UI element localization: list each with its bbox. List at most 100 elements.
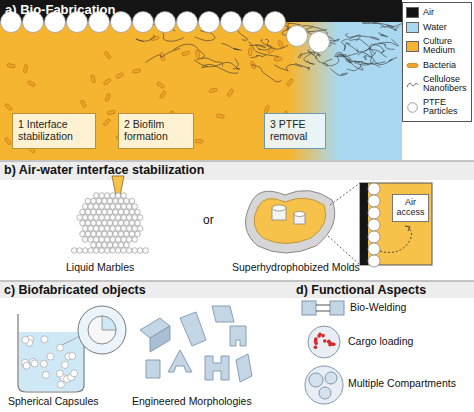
panel-header: a) Bio-Fabrication	[0, 0, 210, 21]
bacteria-part	[182, 51, 191, 56]
liquid-marble-part	[80, 220, 86, 226]
liquid-marble-part	[118, 198, 124, 204]
liquid-marble-part	[77, 248, 83, 254]
liquid-marble-part	[88, 204, 94, 210]
divider	[0, 281, 474, 282]
beaker-part	[56, 370, 63, 377]
bacteria-part	[216, 114, 224, 119]
panel-header: d) Functional Aspects	[296, 284, 474, 298]
cellulose-nanofibers-part	[194, 60, 238, 69]
cellulose-nanofibers-part	[378, 33, 387, 37]
liquid-marble-part	[121, 193, 127, 199]
liquid-marble-part	[118, 231, 124, 237]
engineered-shapes-part	[180, 312, 206, 346]
liquid-marble-part	[99, 215, 105, 221]
engineered-shapes-part	[168, 350, 192, 372]
liquid-marble-part	[71, 248, 77, 254]
cargo-icon-part	[314, 346, 318, 350]
liquid-marble-part	[77, 215, 83, 221]
ptfe-particles-part	[309, 32, 330, 53]
divider	[0, 161, 474, 162]
bacteria-part	[104, 51, 111, 59]
panel-a-background-part	[0, 22, 402, 160]
caption-text: Spherical Capsules	[8, 396, 128, 408]
engineered-shapes	[140, 306, 252, 382]
bacteria-part	[286, 78, 293, 86]
legend-entry: PTFE Particles	[406, 98, 468, 117]
liquid-marble-part	[143, 248, 149, 254]
liquid-marble-part	[124, 198, 130, 204]
liquid-marble-part	[135, 220, 141, 226]
ptfe-particles-part	[265, 12, 286, 33]
legend-entry: Culture Medium	[406, 37, 468, 56]
interface-zoom-part	[405, 226, 410, 231]
bacteria-part	[4, 103, 12, 111]
cellulose-nanofibers-part	[387, 25, 399, 30]
cellulose-nanofibers-part	[274, 64, 302, 70]
legend-symbol	[406, 79, 419, 90]
cargo-icon	[308, 326, 340, 358]
cellulose-nanofibers-part	[373, 45, 386, 53]
legend-entry: Water	[406, 22, 468, 33]
interface-zoom-part	[376, 228, 412, 252]
bacteria-part	[195, 139, 203, 143]
liquid-marble-part	[96, 198, 102, 204]
liquid-marble-part	[85, 209, 91, 215]
beaker-part	[78, 306, 126, 354]
cellulose-nanofibers-part	[251, 55, 266, 58]
cellulose-nanofibers-part	[145, 48, 180, 62]
bacteria-part	[103, 118, 111, 126]
cellulose-nanofibers-part	[323, 55, 346, 66]
liquid-marble-part	[85, 220, 91, 226]
bacteria-part	[91, 75, 96, 84]
legend-swatch	[406, 22, 419, 33]
liquid-marble-part	[102, 198, 108, 204]
panel-header: b) Air-water interface stabilization	[4, 164, 324, 178]
interface-zoom-part	[360, 183, 432, 265]
liquid-marble-part	[93, 193, 99, 199]
bacteria-part	[227, 89, 234, 97]
liquid-marble-part	[126, 248, 132, 254]
bacteria-part	[103, 78, 111, 85]
liquid-marble-part	[93, 237, 99, 243]
liquid-marble-part	[135, 209, 141, 215]
liquid-marble-part	[113, 220, 119, 226]
liquid-marble-part	[107, 220, 113, 226]
liquid-marble-part	[96, 242, 102, 248]
superhydrophobic-mold-part	[328, 236, 360, 265]
liquid-marble-part	[129, 209, 135, 215]
liquid-marble-part	[102, 220, 108, 226]
liquid-marble-part	[99, 193, 105, 199]
cellulose-nanofibers-part	[252, 65, 282, 82]
liquid-marble-part	[110, 226, 116, 232]
liquid-marble-part	[113, 231, 119, 237]
liquid-marble-part	[110, 248, 116, 254]
cargo-icon-part	[332, 343, 336, 347]
liquid-marble-part	[99, 248, 105, 254]
legend-text: Water	[423, 23, 447, 32]
interface-zoom-part	[368, 255, 380, 267]
header-band	[0, 282, 474, 298]
ptfe-particles	[1, 12, 330, 53]
bacteria-part	[278, 40, 284, 49]
engineered-shapes-part	[212, 306, 234, 322]
interface-zoom-part	[368, 243, 380, 255]
bacteria-part	[156, 82, 164, 89]
liquid-marble-part	[104, 204, 110, 210]
cellulose-nanofibers-part	[346, 43, 373, 52]
node-text: 3 PTFE removal	[270, 119, 320, 142]
liquid-marble-part	[132, 248, 138, 254]
liquid-marble-part	[96, 209, 102, 215]
node-text: 1 Interface stabilization	[18, 119, 90, 142]
liquid-marble-part	[91, 231, 97, 237]
liquid-marble-part	[126, 204, 132, 210]
liquid-marble-part	[115, 237, 121, 243]
bacteria-part	[115, 72, 124, 79]
liquid-marble-part	[99, 226, 105, 232]
cargo-icon-part	[314, 339, 318, 343]
compartments-icon	[305, 366, 343, 404]
cellulose-nanofibers-part	[342, 39, 348, 51]
liquid-marble-part	[104, 215, 110, 221]
beaker-part	[18, 314, 84, 392]
liquid-marble-part	[107, 231, 113, 237]
